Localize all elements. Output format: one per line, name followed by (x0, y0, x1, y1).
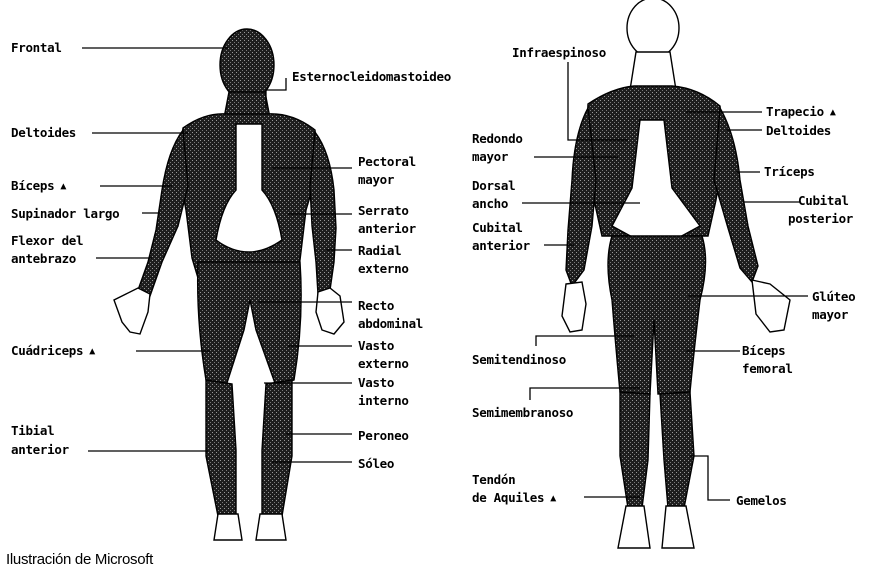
front-left-foot (214, 514, 242, 540)
triangle-icon: ▲ (89, 346, 95, 357)
back-left-hand (562, 282, 586, 332)
front-left-hand (114, 288, 150, 334)
label-biceps-front-text: Bíceps (11, 178, 54, 193)
back-head (627, 0, 679, 58)
label-flexor-line2: antebrazo (11, 250, 76, 267)
label-trapecio-text: Trapecio (766, 104, 824, 119)
back-left-arm (566, 108, 596, 286)
label-semitendinoso: Semitendinoso (472, 351, 566, 368)
label-deltoides-back: Deltoides (766, 122, 831, 139)
label-gemelos: Gemelos (736, 492, 787, 509)
back-right-calf (660, 392, 694, 508)
label-tendon-line2: de Aquiles ▲ (472, 489, 556, 507)
label-pectoral-line2: mayor (358, 171, 394, 188)
label-biceps-front: Bíceps ▲ (11, 177, 66, 195)
front-right-foot (256, 514, 286, 540)
label-gluteo-line1: Glúteo (812, 288, 855, 305)
label-deltoides-front: Deltoides (11, 124, 76, 141)
label-biceps-fem-line2: femoral (742, 360, 793, 377)
label-recto-line1: Recto (358, 297, 394, 314)
front-right-shin (262, 380, 292, 516)
label-trapecio: Trapecio ▲ (766, 103, 836, 121)
label-triceps: Tríceps (764, 163, 815, 180)
label-tendon-text: de Aquiles (472, 490, 544, 505)
label-semimembranoso: Semimembranoso (472, 404, 573, 421)
label-infraespinoso: Infraespinoso (512, 44, 606, 61)
label-frontal: Frontal (11, 39, 62, 56)
back-right-hand (752, 280, 790, 332)
label-soleo: Sóleo (358, 455, 394, 472)
label-cuadriceps: Cuádriceps ▲ (11, 342, 95, 360)
back-right-arm (714, 108, 758, 282)
label-vasto-interno-line2: interno (358, 392, 409, 409)
label-recto-line2: abdominal (358, 315, 423, 332)
label-serrato-line1: Serrato (358, 202, 409, 219)
label-vasto-externo-line1: Vasto (358, 337, 394, 354)
label-dorsal-line1: Dorsal (472, 177, 515, 194)
front-right-hand (316, 288, 344, 334)
label-tibial-line2: anterior (11, 441, 69, 458)
label-peroneo: Peroneo (358, 427, 409, 444)
label-flexor-line1: Flexor del (11, 232, 83, 249)
front-body-figure (114, 29, 344, 540)
image-credit: Ilustración de Microsoft (6, 551, 153, 568)
label-redondo-line2: mayor (472, 148, 508, 165)
label-pectoral-line1: Pectoral (358, 153, 416, 170)
label-cubital-ant-line1: Cubital (472, 219, 523, 236)
label-gluteo-line2: mayor (812, 306, 848, 323)
back-neck (630, 52, 676, 90)
label-supinador-largo: Supinador largo (11, 205, 119, 222)
label-cuadriceps-text: Cuádriceps (11, 343, 83, 358)
label-cubital-ant-line2: anterior (472, 237, 530, 254)
leader-gemelos (690, 456, 730, 500)
label-serrato-line2: anterior (358, 220, 416, 237)
label-radial-line1: Radial (358, 242, 401, 259)
label-redondo-line1: Redondo (472, 130, 523, 147)
triangle-icon: ▲ (60, 181, 66, 192)
front-right-arm (310, 132, 336, 294)
back-left-calf (620, 392, 650, 508)
triangle-icon: ▲ (550, 493, 556, 504)
back-left-foot (618, 506, 650, 548)
label-biceps-fem-line1: Bíceps (742, 342, 785, 359)
label-dorsal-line2: ancho (472, 195, 508, 212)
label-tendon-line1: Tendón (472, 471, 515, 488)
label-radial-line2: externo (358, 260, 409, 277)
front-thighs (198, 262, 301, 386)
label-tibial-line1: Tibial (11, 422, 54, 439)
label-esternocleidomastoideo: Esternocleidomastoideo (292, 68, 451, 85)
label-cubital-post-line2: posterior (788, 210, 853, 227)
label-vasto-interno-line1: Vasto (358, 374, 394, 391)
front-left-shin (206, 380, 236, 516)
back-body-figure (562, 0, 790, 548)
back-glutes-thighs (608, 236, 706, 394)
back-right-foot (662, 506, 694, 548)
triangle-icon: ▲ (830, 107, 836, 118)
label-cubital-post-line1: Cubital (798, 192, 849, 209)
label-vasto-externo-line2: externo (358, 355, 409, 372)
